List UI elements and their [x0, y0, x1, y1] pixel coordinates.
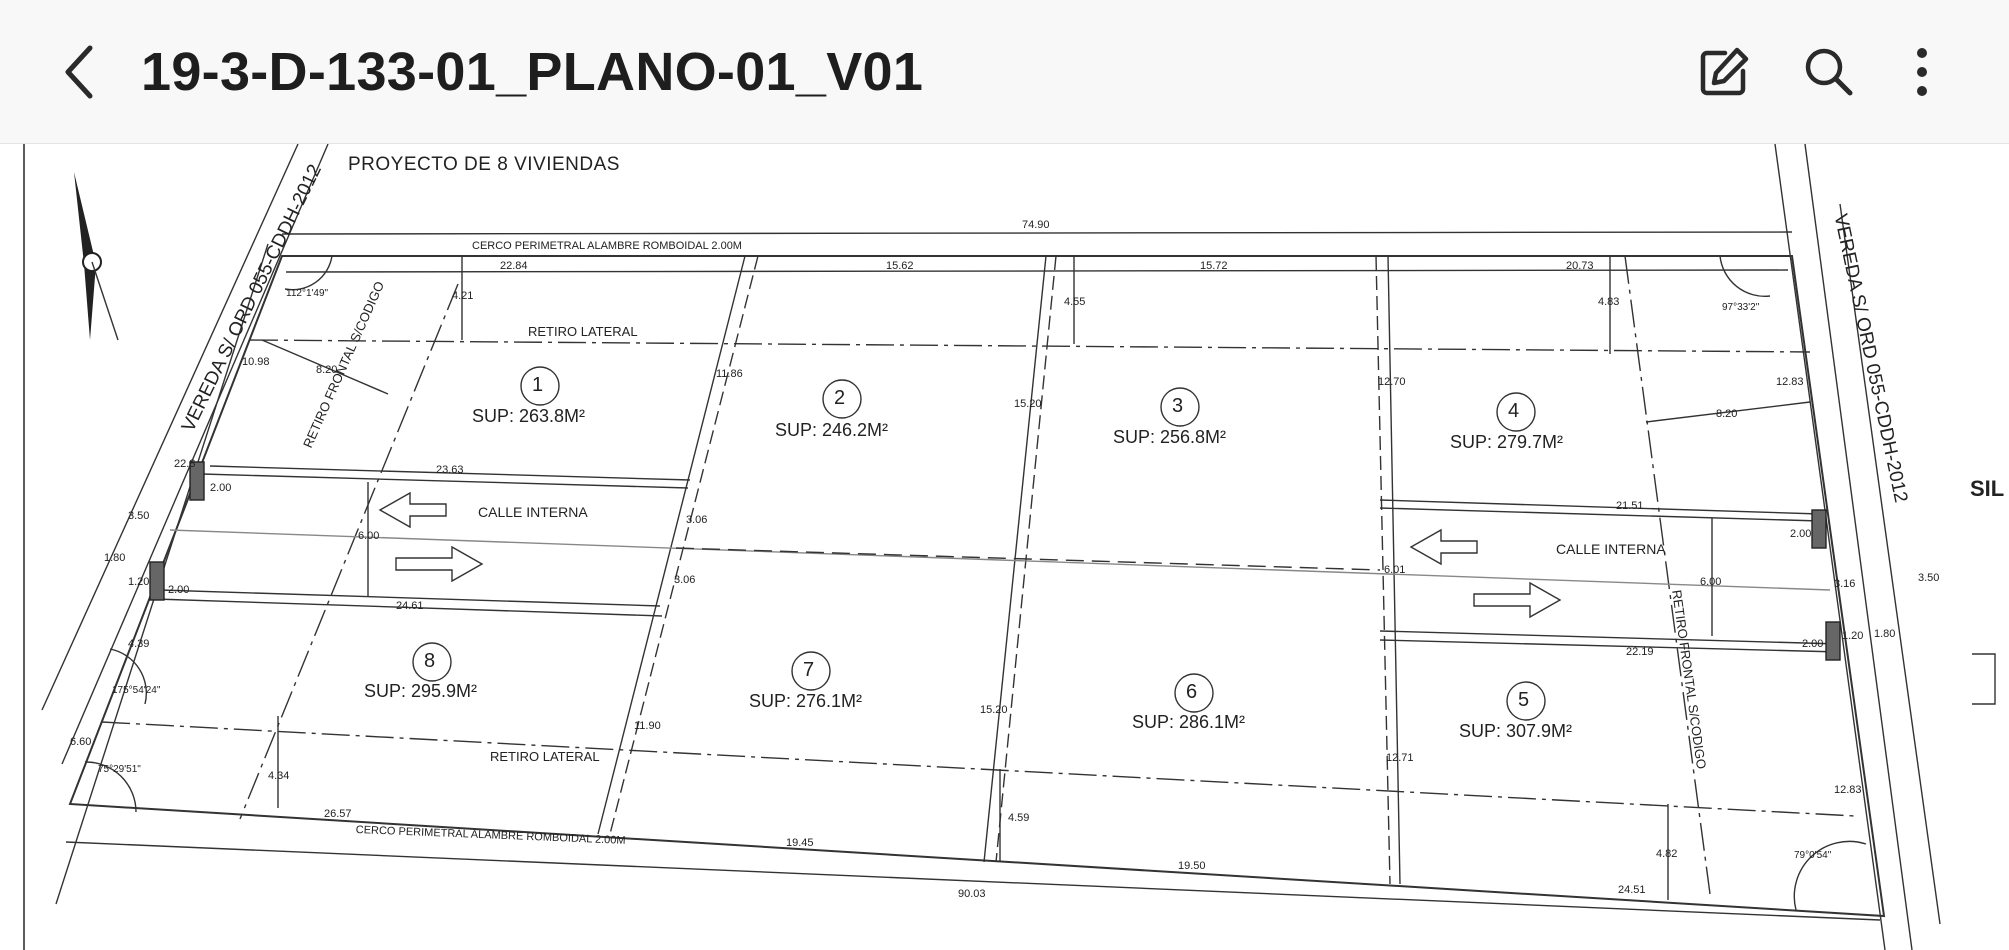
dim-vereda-r-4: 3.16 — [1834, 578, 1856, 590]
dim-div-bot-3: 12.71 — [1386, 752, 1414, 764]
lot-5-area: SUP: 307.9M² — [1459, 721, 1573, 741]
dim-calle-mid-2: 3.06 — [674, 574, 696, 586]
dim-div-top-2: 15.20 — [1014, 398, 1042, 410]
dim-vereda-l-3: 1.20 — [128, 576, 150, 588]
dim-ret-top-1: 4.21 — [452, 290, 474, 302]
dim-gate-l-2: 2.00 — [168, 584, 190, 596]
document-viewer[interactable]: PROYECTO DE 8 VIVIENDAS CERCO PERIMETRAL… — [0, 144, 2009, 950]
retiro-lateral-top: RETIRO LATERAL — [528, 324, 638, 339]
dim-left-low-2: 6.60 — [70, 736, 92, 748]
project-title: PROYECTO DE 8 VIVIENDAS — [348, 154, 620, 175]
dim-side-right-bot: 12.83 — [1834, 784, 1862, 796]
calle-interna-right: CALLE INTERNA — [1556, 541, 1666, 557]
angle-bottom-right: 79°0'54" — [1794, 850, 1832, 861]
lot-2-area: SUP: 246.2M² — [775, 420, 889, 440]
dim-div-top-3: 12.70 — [1378, 376, 1406, 388]
lot-1-area: SUP: 263.8M² — [472, 406, 586, 426]
dim-bot-1: 26.57 — [324, 808, 352, 820]
dim-calle-l-top: 23.63 — [436, 464, 464, 476]
search-button[interactable] — [1795, 38, 1863, 106]
retiro-lateral-bottom: RETIRO LATERAL — [490, 749, 600, 764]
angle-top-left: 112°1'49" — [286, 288, 329, 299]
dim-ret-bot-1: 4.34 — [268, 770, 290, 782]
dim-vereda-r-1: 3.50 — [1918, 572, 1940, 584]
dim-total-bottom: 90.03 — [958, 888, 986, 900]
dim-top-1: 22.84 — [500, 260, 528, 272]
dim-gate-r-2: 2.00 — [1802, 638, 1824, 650]
dim-bot-3: 19.50 — [1178, 860, 1206, 872]
lot-6-number: 6 — [1186, 681, 1198, 703]
dim-calle-l-w: 6.00 — [358, 530, 380, 542]
lot-8-number: 8 — [424, 650, 436, 672]
lot-7-number: 7 — [803, 659, 815, 681]
dim-calle-mid-r: 6.01 — [1384, 564, 1406, 576]
fence-label-bottom: CERCO PERIMETRAL ALAMBRE ROMBOIDAL 2.00M — [355, 824, 626, 847]
dim-ret-bot-3: 4.82 — [1656, 848, 1678, 860]
dim-div-bot-2: 15.20 — [980, 704, 1008, 716]
dim-lot1-diag: 8.20 — [316, 364, 338, 376]
lot-2-number: 2 — [834, 387, 846, 409]
edit-button[interactable] — [1690, 38, 1758, 106]
dim-top-3: 15.72 — [1200, 260, 1228, 272]
edit-icon — [1700, 47, 1749, 96]
dim-div-top-1: 11.86 — [716, 368, 743, 380]
chevron-left-icon — [65, 45, 93, 99]
calle-interna-left: CALLE INTERNA — [478, 504, 588, 520]
lot-3-number: 3 — [1172, 395, 1184, 417]
dim-side-left-top: 10.98 — [242, 356, 270, 368]
drawing-text-layer: PROYECTO DE 8 VIVIENDAS CERCO PERIMETRAL… — [0, 144, 2009, 950]
dim-calle-r-w: 6.00 — [1700, 576, 1722, 588]
dim-bot-2: 19.45 — [786, 837, 814, 849]
dim-calle-mid-1: 3.06 — [686, 514, 708, 526]
more-options-button[interactable] — [1888, 38, 1956, 106]
fence-label-top: CERCO PERIMETRAL ALAMBRE ROMBOIDAL 2.00M — [472, 240, 742, 252]
dim-ret-top-2: 4.55 — [1064, 296, 1086, 308]
lot-4-area: SUP: 279.7M² — [1450, 432, 1564, 452]
dim-total-top: 74.90 — [1022, 219, 1050, 231]
back-button[interactable] — [50, 38, 110, 106]
lot-8-area: SUP: 295.9M² — [364, 681, 478, 701]
dim-bot-4: 24.51 — [1618, 884, 1646, 896]
dim-calle-r-top: 21.51 — [1616, 500, 1644, 512]
dim-calle-l-bot: 24.61 — [396, 600, 424, 612]
dim-gate-r-1: 2.00 — [1790, 528, 1812, 540]
search-icon — [1805, 48, 1853, 96]
dim-gate-l-1: 2.00 — [210, 482, 232, 494]
app-bar: 19-3-D-133-01_PLANO-01_V01 — [0, 0, 2009, 144]
lot-5-number: 5 — [1518, 689, 1530, 711]
dim-div-bot-1: 11.90 — [634, 720, 661, 732]
dim-ret-top-3: 4.83 — [1598, 296, 1620, 308]
dim-vereda-l-1: 3.50 — [128, 510, 150, 522]
vereda-right: VEREDA S/ ORD 055-CDDH-2012 — [1829, 212, 1912, 505]
retiro-frontal-right: RETIRO FRONTAL S/CODIGO — [1669, 589, 1710, 770]
dim-ret-bot-2: 4.59 — [1008, 812, 1030, 824]
dim-top-4: 20.73 — [1566, 260, 1594, 272]
dim-lot4-diag: 8.20 — [1716, 408, 1738, 420]
edge-label: SIL — [1970, 476, 2005, 501]
dim-vereda-l-4: 22.8 — [174, 458, 196, 470]
dim-vereda-r-3: 1.20 — [1842, 630, 1864, 642]
dim-vereda-r-2: 1.80 — [1874, 628, 1896, 640]
angle-top-right: 97°33'2" — [1722, 302, 1760, 313]
site-plan-drawing — [23, 144, 1996, 950]
document-title: 19-3-D-133-01_PLANO-01_V01 — [141, 42, 924, 102]
more-vertical-icon — [1917, 48, 1927, 96]
lot-4-number: 4 — [1508, 400, 1520, 422]
lot-7-area: SUP: 276.1M² — [749, 691, 863, 711]
angle-bottom-left-1: 175°54'24" — [112, 685, 161, 696]
lot-3-area: SUP: 256.8M² — [1113, 427, 1227, 447]
dim-vereda-l-2: 1.80 — [104, 552, 126, 564]
angle-bottom-left-2: 75°29'51" — [98, 764, 141, 775]
lot-6-area: SUP: 286.1M² — [1132, 712, 1246, 732]
retiro-frontal-left: RETIRO FRONTAL S/CODIGO — [300, 279, 388, 451]
dim-side-right-top: 12.83 — [1776, 376, 1804, 388]
dim-left-low-1: 4.39 — [128, 638, 150, 650]
lot-1-number: 1 — [532, 374, 544, 396]
dim-calle-r-bot: 22.19 — [1626, 646, 1654, 658]
dim-top-2: 15.62 — [886, 260, 914, 272]
